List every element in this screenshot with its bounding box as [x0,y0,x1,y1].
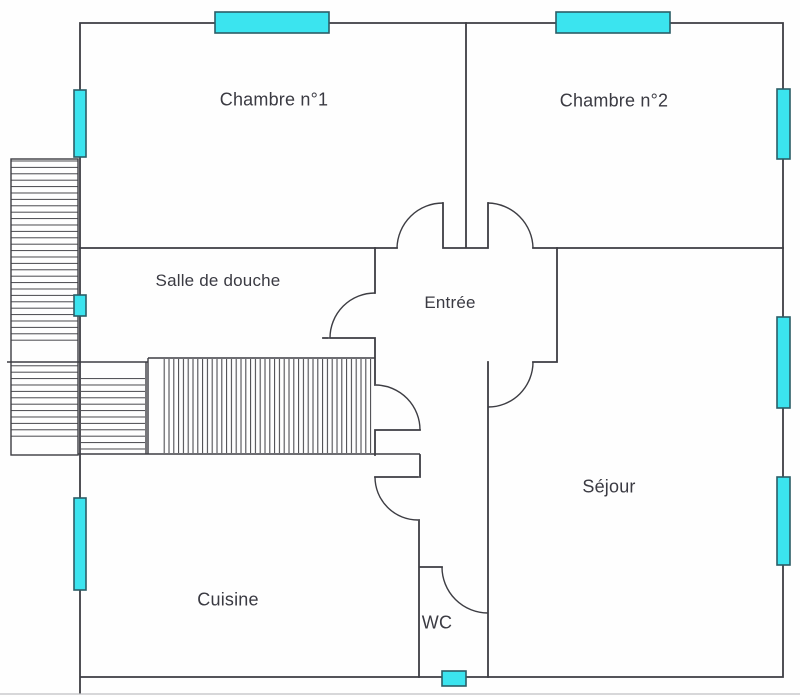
wall-stair-door [374,429,421,456]
window-right-sejour-upper [776,316,791,409]
window-top-chambre-1 [214,11,330,34]
window-right-sejour-lower [776,476,791,566]
door-arc-wc [441,566,489,614]
wall-cuisine-east [374,454,443,678]
exterior-staircase-hatch [10,158,79,456]
door-arc-chambre-2 [487,202,534,249]
window-right-chambre-2 [776,88,791,160]
wall-entree-west [322,247,376,386]
door-arc-chambre-1 [396,202,444,249]
door-arc-salle-de-douche [329,292,376,339]
door-arc-sejour [487,361,534,408]
window-top-chambre-2 [555,11,671,34]
interior-staircase-hatch [7,357,420,455]
door-arc-staircase [375,384,421,431]
room-label-cuisine: Cuisine [197,589,259,610]
room-label-sejour: Séjour [582,476,636,497]
room-label-chambre-1: Chambre n°1 [219,89,329,110]
window-left-cuisine [73,497,87,591]
room-label-entree: Entrée [424,293,476,312]
interior-walls-upper [79,22,784,249]
wall-sejour-west [487,247,558,678]
door-arc-cuisine [374,476,419,521]
room-label-chambre-2: Chambre n°2 [559,90,669,111]
windows [73,11,791,687]
window-left-chambre-1 [73,89,87,158]
room-label-wc: WC [421,612,453,633]
room-label-salle-de-douche: Salle de douche [155,271,281,290]
window-bottom-wc [441,670,467,687]
outer-walls [79,22,784,694]
window-left-salle-de-douche-small [73,294,87,317]
